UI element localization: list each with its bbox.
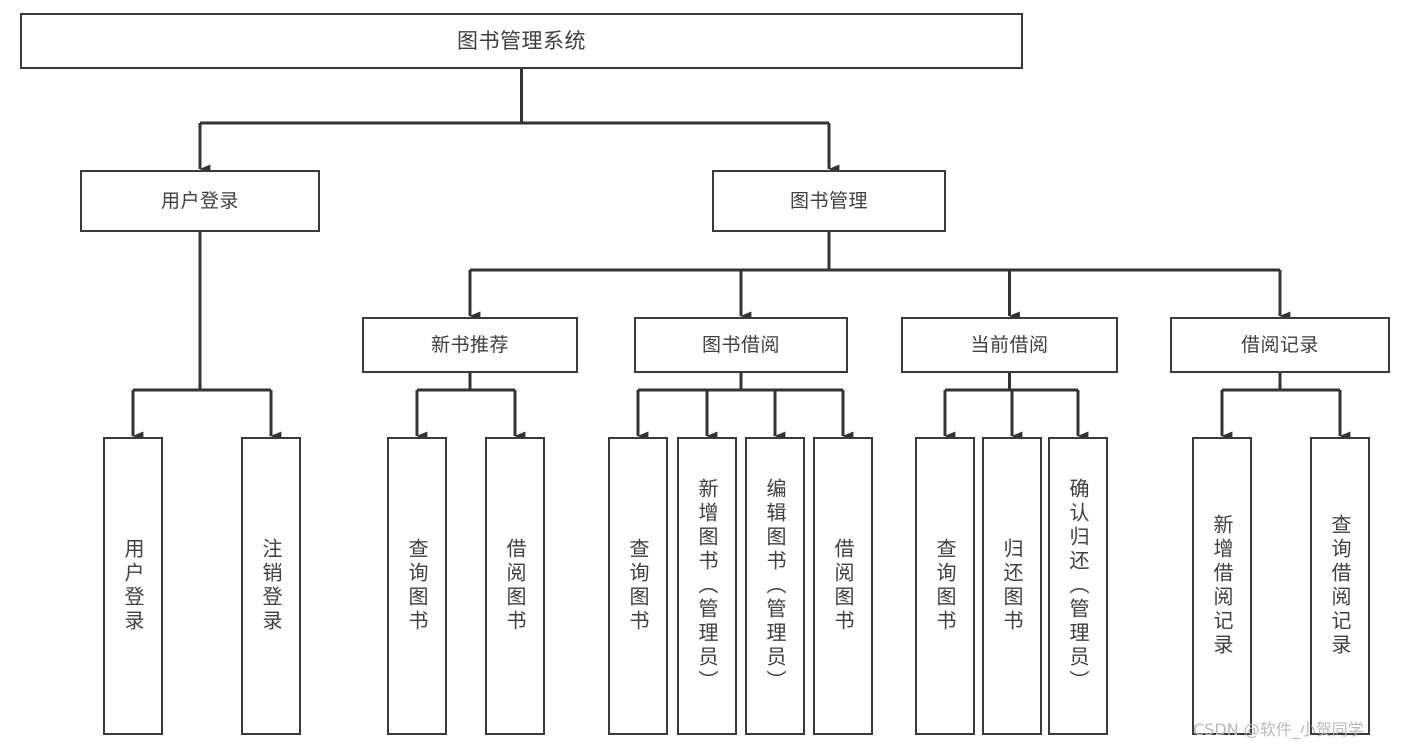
node-label: 注销登录	[259, 538, 283, 634]
node-label: 编辑图书（管理员）	[763, 478, 787, 694]
node-l2_newbook[interactable]: 新书推荐	[362, 317, 578, 373]
node-label: 借阅记录	[1240, 333, 1319, 356]
node-label: 查询图书	[933, 538, 957, 634]
node-l3_a1[interactable]: 用户登录	[103, 437, 163, 735]
node-l3_c3[interactable]: 编辑图书（管理员）	[745, 437, 805, 735]
node-label: 用户登录	[121, 538, 145, 634]
node-l3_d2[interactable]: 归还图书	[982, 437, 1042, 735]
node-label: 新书推荐	[430, 333, 509, 356]
node-label: 当前借阅	[970, 333, 1049, 356]
node-l3_e1[interactable]: 新增借阅记录	[1192, 437, 1252, 735]
node-l3_e2[interactable]: 查询借阅记录	[1310, 437, 1370, 735]
node-l3_d3[interactable]: 确认归还（管理员）	[1048, 437, 1108, 735]
node-l3_c1[interactable]: 查询图书	[608, 437, 668, 735]
node-l3_c4[interactable]: 借阅图书	[813, 437, 873, 735]
node-label: 新增借阅记录	[1210, 514, 1234, 658]
node-label: 确认归还（管理员）	[1066, 478, 1090, 694]
csdn-watermark: CSDN @软件_小贺同学	[1193, 720, 1364, 739]
node-label: 借阅图书	[831, 538, 855, 634]
node-l3_b1[interactable]: 查询图书	[387, 437, 447, 735]
node-l2_borrow[interactable]: 图书借阅	[634, 317, 848, 373]
node-label: 用户登录	[160, 189, 239, 212]
node-label: 查询图书	[405, 538, 429, 634]
node-l2_current[interactable]: 当前借阅	[901, 317, 1118, 373]
node-label: 图书管理系统	[457, 28, 586, 53]
node-l1_login[interactable]: 用户登录	[80, 170, 320, 232]
node-l1_bookmgr[interactable]: 图书管理	[712, 170, 946, 232]
node-label: 借阅图书	[503, 538, 527, 634]
node-l3_c2[interactable]: 新增图书（管理员）	[677, 437, 737, 735]
node-label: 归还图书	[1000, 538, 1024, 634]
node-label: 查询借阅记录	[1328, 514, 1352, 658]
node-l3_a2[interactable]: 注销登录	[241, 437, 301, 735]
node-root[interactable]: 图书管理系统	[20, 13, 1023, 69]
node-label: 图书借阅	[701, 333, 780, 356]
node-l2_record[interactable]: 借阅记录	[1170, 317, 1390, 373]
node-l3_b2[interactable]: 借阅图书	[485, 437, 545, 735]
node-l3_d1[interactable]: 查询图书	[915, 437, 975, 735]
node-label: 图书管理	[789, 189, 868, 212]
node-label: 查询图书	[626, 538, 650, 634]
node-label: 新增图书（管理员）	[695, 478, 719, 694]
